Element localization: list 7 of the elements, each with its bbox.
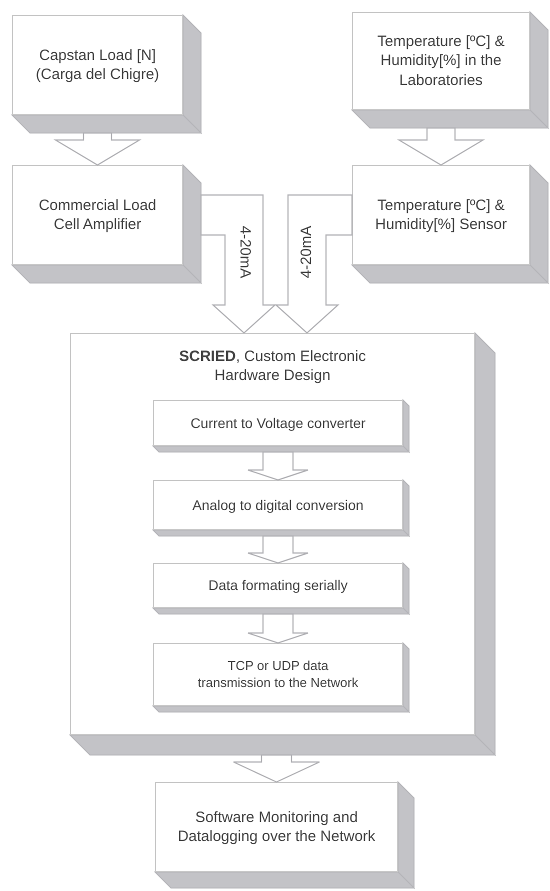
block-arrow (396, 127, 486, 166)
block-arrow (247, 451, 309, 481)
block-heading: SCRIED, Custom Electronic Hardware Design (178, 346, 367, 386)
block-arrow (232, 754, 320, 783)
block-arrow (53, 132, 142, 166)
block-arrow (247, 535, 309, 564)
block-arrow (247, 613, 309, 644)
